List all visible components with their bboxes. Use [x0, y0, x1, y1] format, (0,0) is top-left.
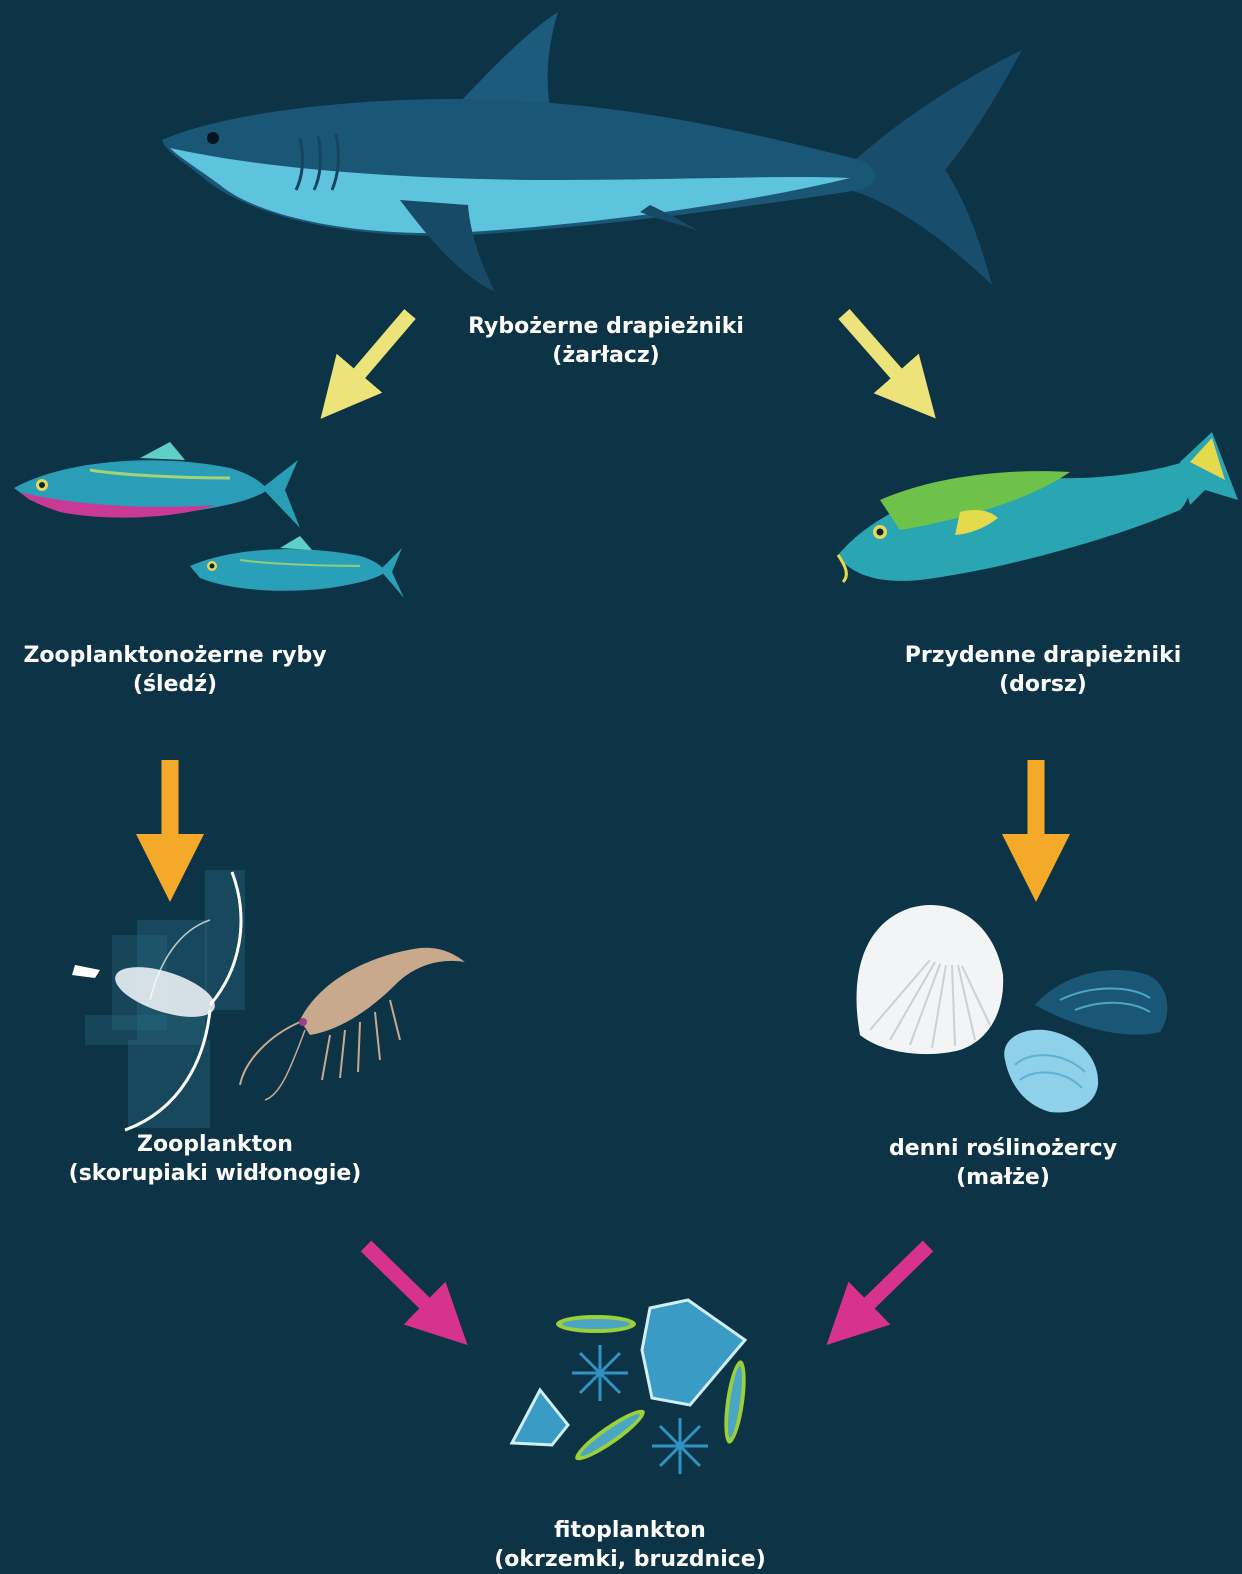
cod-title: Przydenne drapieżniki	[905, 641, 1182, 670]
zooplankton-label: Zooplankton (skorupiaki widłonogie)	[69, 1130, 362, 1188]
shark-title: Rybożerne drapieżniki	[468, 312, 744, 341]
zooplankton-subtitle: (skorupiaki widłonogie)	[69, 1159, 362, 1188]
cod-subtitle: (dorsz)	[905, 670, 1182, 699]
diatoms-icon	[512, 1300, 750, 1474]
zooplankton-title: Zooplankton	[69, 1130, 362, 1159]
bivalves-label: denni roślinożercy (małże)	[889, 1134, 1117, 1192]
herring-title: Zooplanktonożerne ryby	[23, 641, 326, 670]
arrow-zooplankton-to-phytoplankton	[366, 1246, 446, 1324]
cod-label: Przydenne drapieżniki (dorsz)	[905, 641, 1182, 699]
shark-subtitle: (żarłacz)	[468, 341, 744, 370]
herring-label: Zooplanktonożerne ryby (śledź)	[23, 641, 326, 699]
shark-icon	[162, 12, 1022, 292]
herring-icon	[14, 442, 404, 598]
shark-label: Rybożerne drapieżniki (żarłacz)	[468, 312, 744, 370]
shells-icon	[857, 905, 1168, 1113]
phytoplankton-title: fitoplankton	[494, 1516, 766, 1545]
arrow-bivalves-to-phytoplankton	[848, 1246, 928, 1324]
phytoplankton-label: fitoplankton (okrzemki, bruzdnice)	[494, 1516, 766, 1574]
herring-subtitle: (śledź)	[23, 670, 326, 699]
copepod-and-shrimp-icon	[72, 870, 465, 1130]
arrow-shark-to-cod	[844, 314, 916, 396]
bivalves-subtitle: (małże)	[889, 1163, 1117, 1192]
cod-icon	[838, 432, 1238, 582]
arrow-shark-to-herring	[340, 314, 410, 396]
bivalves-title: denni roślinożercy	[889, 1134, 1117, 1163]
